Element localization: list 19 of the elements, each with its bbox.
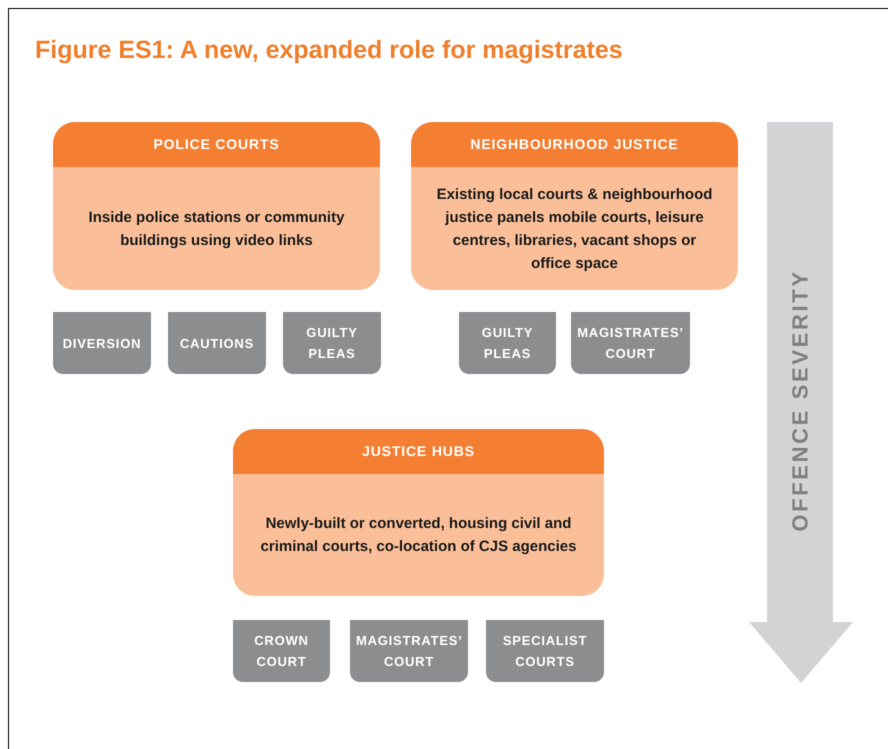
venue-box: GUILTY PLEAS	[459, 312, 556, 374]
card-header: JUSTICE HUBS	[233, 429, 604, 474]
venue-box: MAGISTRATES’ COURT	[350, 620, 468, 682]
category-card	[411, 122, 738, 290]
category-card	[53, 122, 380, 290]
card-header: POLICE COURTS	[53, 122, 380, 167]
category-card	[233, 429, 604, 596]
venue-box: MAGISTRATES’ COURT	[571, 312, 690, 374]
venue-box: CAUTIONS	[168, 312, 266, 374]
venue-box: DIVERSION	[53, 312, 151, 374]
venue-box: GUILTY PLEAS	[283, 312, 381, 374]
figure-title: Figure ES1: A new, expanded role for magistrates	[35, 35, 623, 66]
venue-box: CROWN COURT	[233, 620, 330, 682]
card-description: Inside police stations or community buildings using video links	[88, 208, 346, 250]
axis-label: OFFENCE SEVERITY	[786, 268, 814, 532]
card-header: NEIGHBOURHOOD JUSTICE	[411, 122, 738, 167]
card-description: Existing local courts & neighbourhood justice panels mobile courts, leisure centres, libraries, vacant shops or office space	[436, 184, 714, 274]
card-description: Newly-built or converted, housing civil and criminal courts, co-location of CJS agencies	[260, 514, 578, 557]
venue-box: SPECIALIST COURTS	[486, 620, 604, 682]
